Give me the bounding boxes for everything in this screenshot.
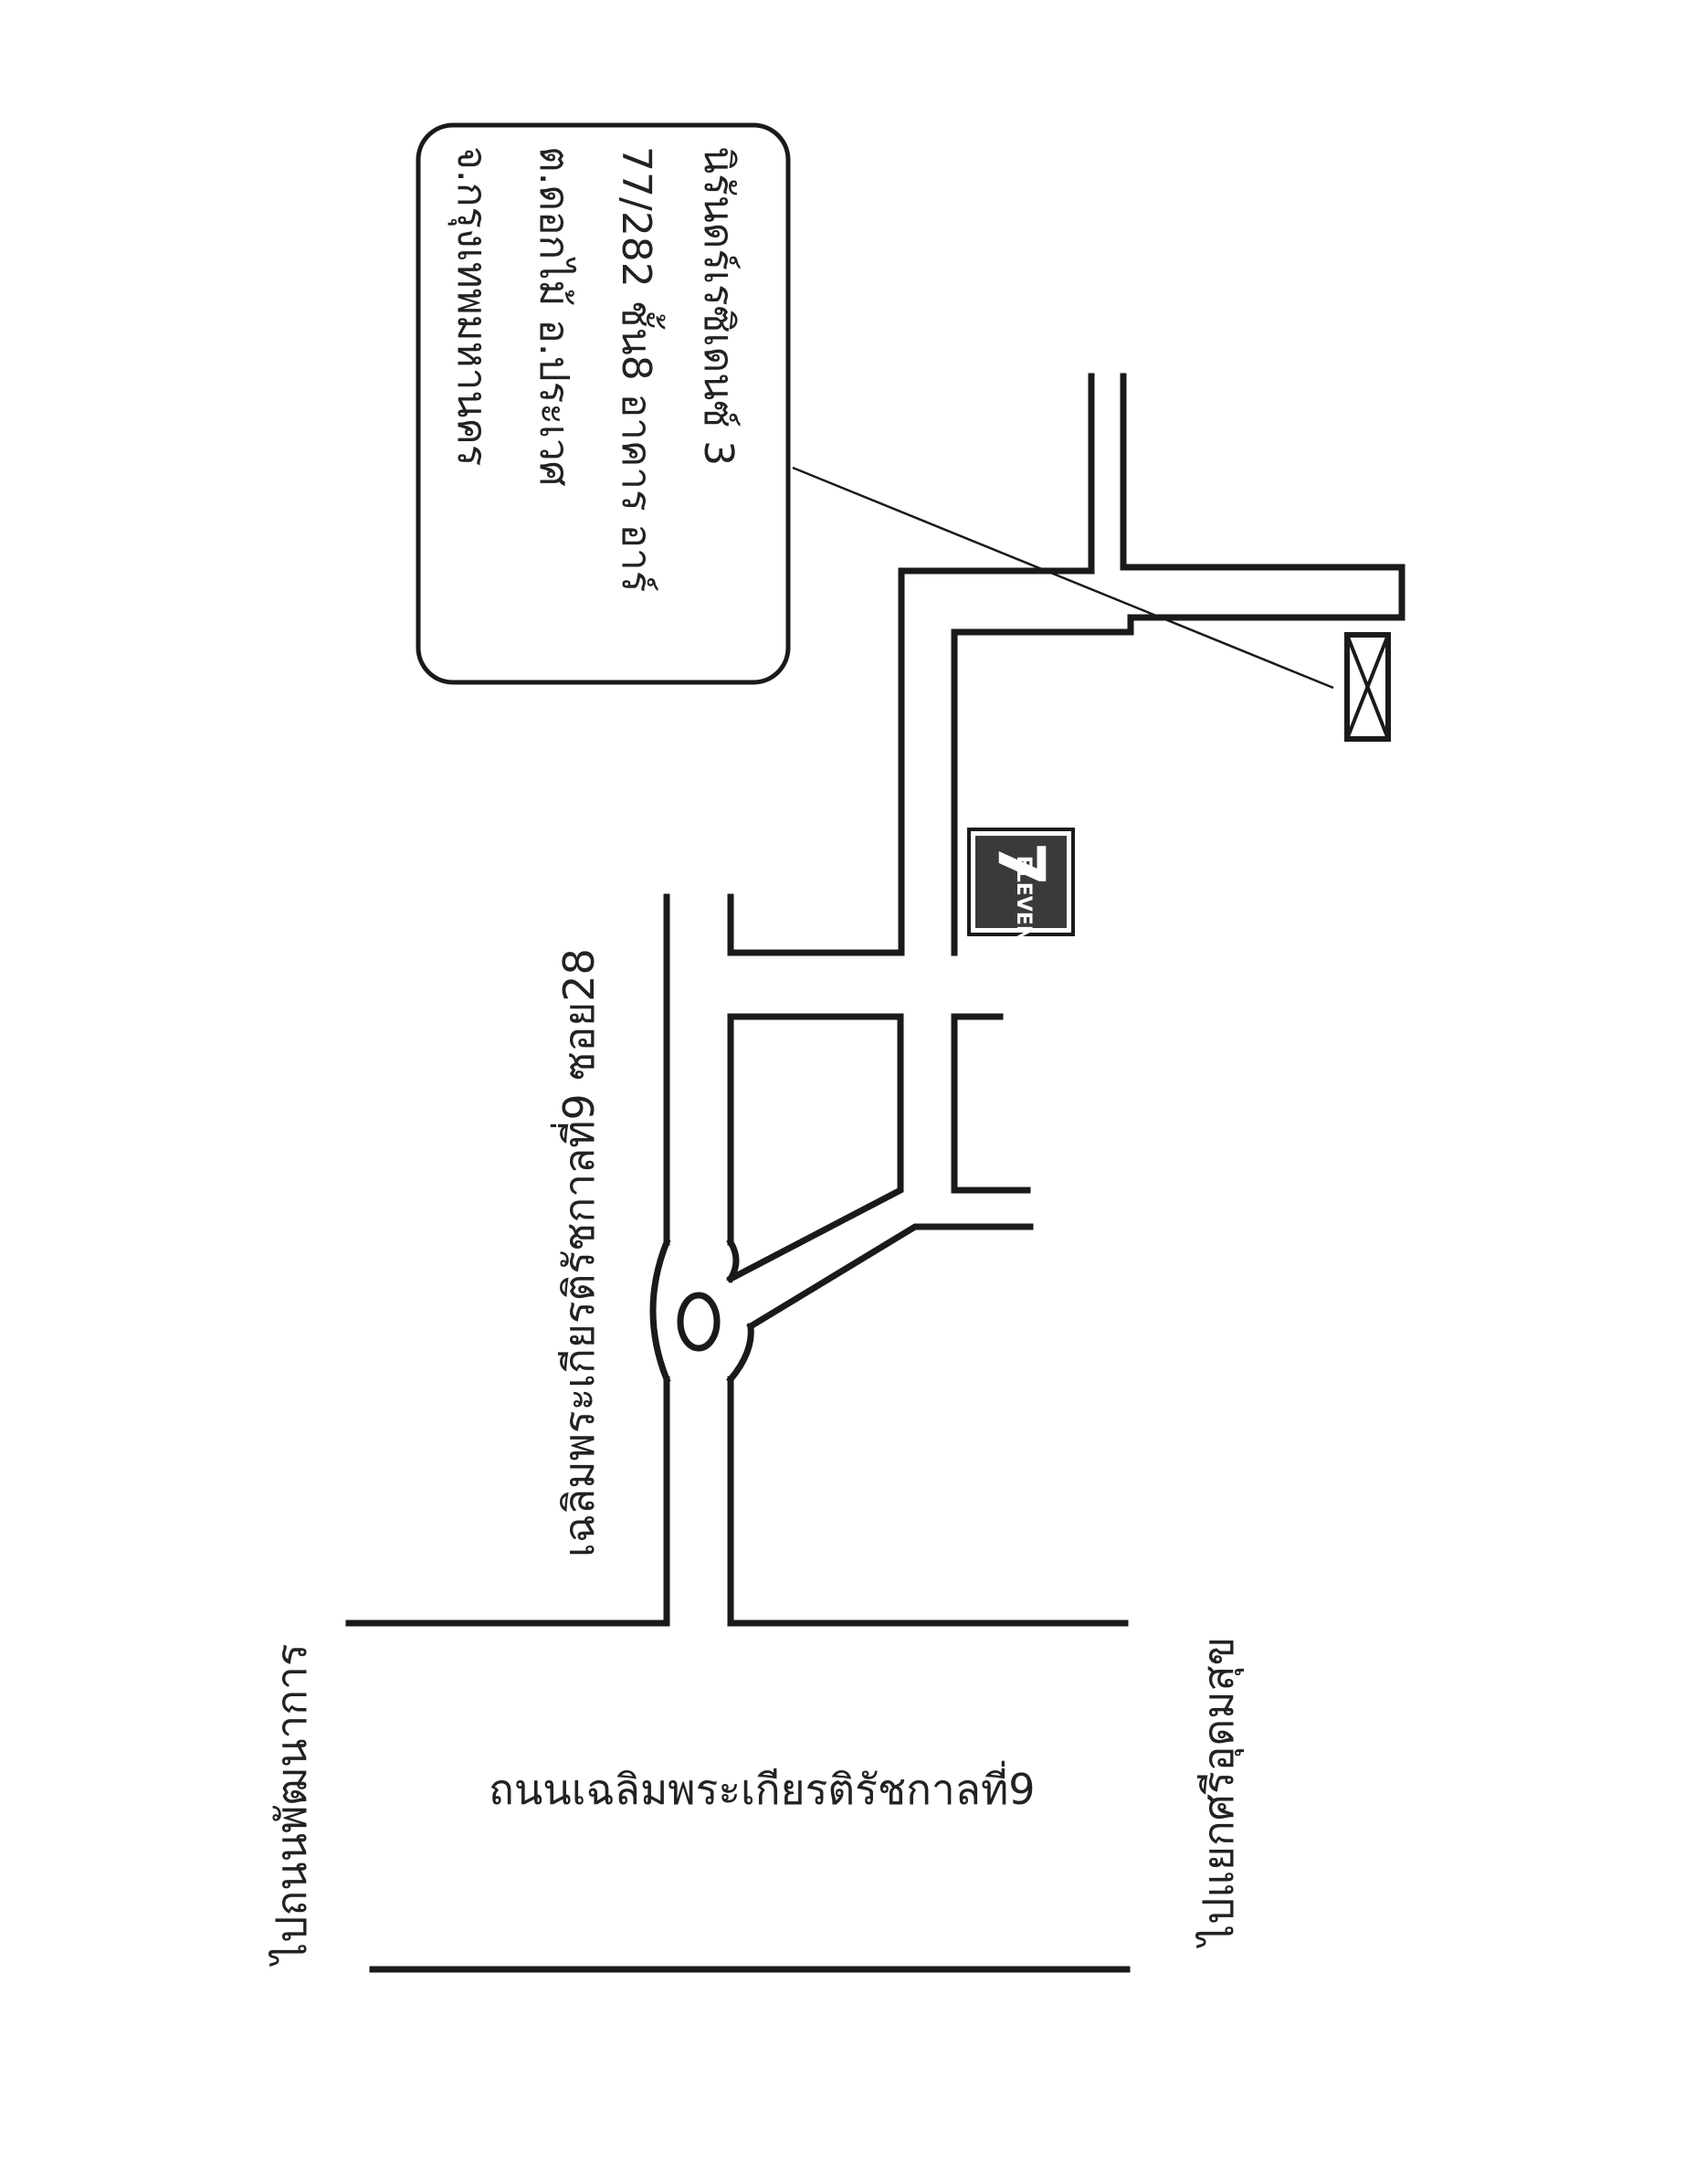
seven-eleven-number: 7 bbox=[984, 842, 1058, 887]
roundabout-island bbox=[677, 1292, 721, 1352]
diagonal-lower-edge bbox=[746, 1223, 1034, 1331]
main-road bbox=[345, 1620, 1131, 1973]
roundabout-left-bulge bbox=[649, 1238, 671, 1384]
destination-building-icon bbox=[1344, 632, 1391, 742]
address-line-1: นิรันดร์เรซิเดนซ์ 3 bbox=[695, 146, 742, 466]
lane-stub-right bbox=[951, 1013, 1031, 1194]
lane-right-edge bbox=[951, 373, 1405, 956]
to-phatthanakan-label: ไปถนนพัฒนาการ bbox=[267, 1643, 316, 1968]
callout-leader-line bbox=[792, 466, 1334, 690]
address-line-2: 77/282 ชั้น8 อาคาร อาร์ bbox=[613, 146, 666, 592]
roundabout-right-bulge-lower bbox=[726, 1323, 754, 1384]
address-callout-box bbox=[416, 122, 791, 685]
soi-block-roads bbox=[727, 373, 1405, 1194]
main-road-label: ถนนเฉลิมพระเกียรติรัชกาลที่9 bbox=[489, 1760, 1036, 1814]
diagonal-upper-edge bbox=[726, 1013, 904, 1283]
soi-28-road bbox=[649, 893, 754, 1627]
address-line-4: จ.กรุงเทพมหานคร bbox=[447, 146, 495, 466]
diagonal-branch-road bbox=[726, 1013, 1034, 1331]
soi-28-label: เฉลิมพระเกียรติรัชกาลที่9 ซอย28 bbox=[550, 948, 604, 1557]
soi-left-edge-top bbox=[727, 373, 1095, 956]
seven-eleven-name: ELEVEN bbox=[1012, 856, 1035, 943]
address-callout: นิรันดร์เรซิเดนซ์ 3 77/282 ชั้น8 อาคาร อ… bbox=[416, 122, 791, 685]
address-line-3: ต.ดอกไม้ อ.ประเวศ bbox=[531, 146, 577, 487]
to-si-udom-suk-label: ไปแยกศรีอุดมสุข bbox=[1194, 1637, 1245, 1949]
seven-eleven-icon: 7 ELEVEN bbox=[967, 828, 1075, 943]
